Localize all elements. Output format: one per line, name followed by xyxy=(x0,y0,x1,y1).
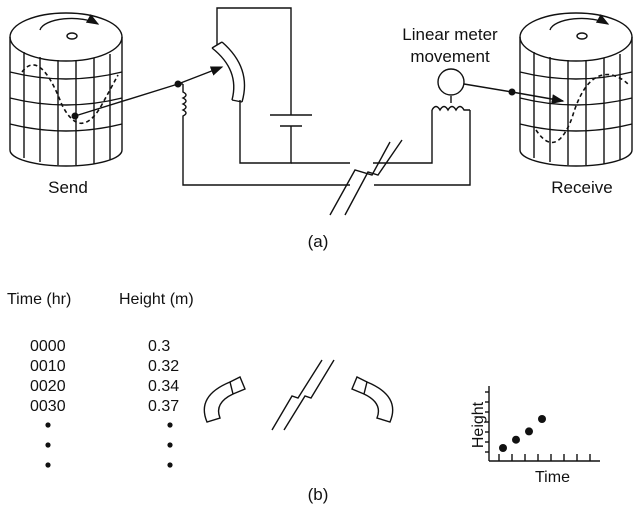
mini-chart-point xyxy=(512,435,520,444)
mini-chart-xlabel: Time xyxy=(535,469,570,486)
mini-chart-point xyxy=(499,444,507,452)
potentiometer-icon xyxy=(211,41,246,103)
receive-label: Receive xyxy=(551,178,612,197)
continuation-dots xyxy=(45,422,173,468)
mini-chart: Height Time xyxy=(470,386,600,486)
time-cell: 0020 xyxy=(30,378,66,395)
mini-chart-point xyxy=(525,427,533,436)
send-label: Send xyxy=(48,178,88,197)
part-a: Linear meter movement Se xyxy=(9,7,633,251)
receive-drum-icon xyxy=(519,12,633,167)
caption-a: (a) xyxy=(308,232,329,251)
time-cell: 0010 xyxy=(30,358,66,375)
meter-label-1: Linear meter xyxy=(402,25,498,44)
meter-icon xyxy=(437,68,465,96)
time-cell: 0030 xyxy=(30,398,66,415)
send-drum-icon xyxy=(9,12,123,167)
phone-send-icon xyxy=(203,376,246,423)
height-cell: 0.32 xyxy=(148,358,179,375)
caption-b: (b) xyxy=(308,485,329,504)
height-cell: 0.34 xyxy=(148,378,179,395)
height-cell: 0.3 xyxy=(148,338,170,355)
meter-label-2: movement xyxy=(410,47,490,66)
time-cell: 0000 xyxy=(30,338,66,355)
phone-receive-icon xyxy=(351,376,394,423)
mini-chart-ylabel: Height xyxy=(470,401,487,448)
part-b: Time (hr) Height (m) 0000 0.3 0010 0.32 … xyxy=(7,291,600,504)
time-header: Time (hr) xyxy=(7,291,71,308)
data-table: 0000 0.3 0010 0.32 0020 0.34 0030 0.37 xyxy=(30,338,179,468)
transmission-break-icon xyxy=(271,359,335,431)
mini-chart-point xyxy=(538,415,546,423)
height-header: Height (m) xyxy=(119,291,194,308)
height-cell: 0.37 xyxy=(148,398,179,415)
